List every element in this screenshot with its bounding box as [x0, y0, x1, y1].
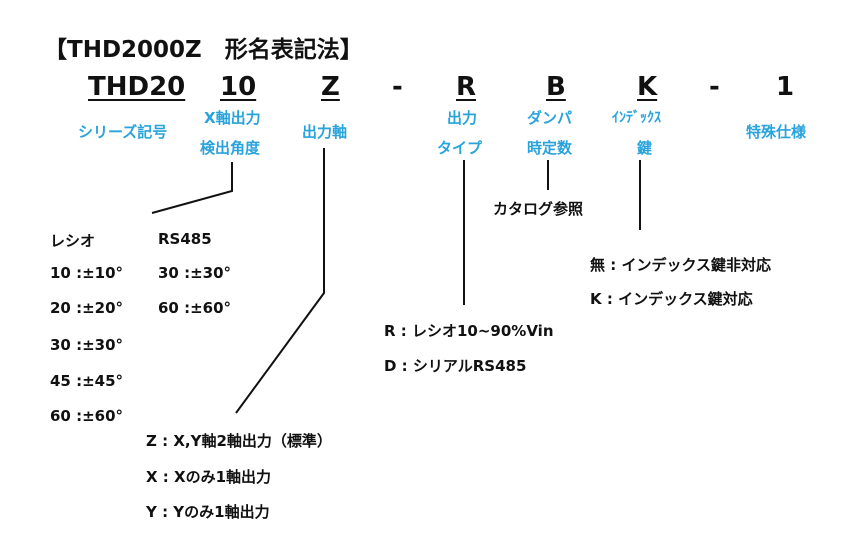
index-option: 無 : インデックス鍵非対応: [590, 256, 771, 274]
angle-option: 30 :±30°: [158, 264, 232, 282]
label-angle-line1: X軸出力: [204, 109, 261, 127]
model-code-index: K: [637, 72, 658, 102]
axis-option: Z : X,Y軸2軸出力（標準）: [146, 432, 332, 450]
model-code-sep2: -: [709, 72, 720, 102]
label-damper-line2: 時定数: [527, 139, 573, 157]
angle-option: 10 :±10°: [50, 264, 124, 282]
model-code-damper: B: [546, 72, 566, 102]
label-index-line1: ｲﾝﾃﾞｯｸｽ: [612, 110, 661, 126]
axis-option: Y : Yのみ1軸出力: [146, 503, 270, 521]
output-option: R : レシオ10~90%Vin: [384, 322, 554, 340]
model-code-sep1: -: [392, 72, 403, 102]
label-series: シリーズ記号: [78, 123, 168, 141]
label-damper-line1: ダンパ: [527, 109, 573, 127]
angle-option: 60 :±60°: [158, 299, 232, 317]
damper-note: カタログ参照: [493, 200, 584, 218]
label-special: 特殊仕様: [746, 123, 807, 141]
label-output-line1: 出力: [447, 109, 478, 127]
angle-option: 60 :±60°: [50, 407, 124, 425]
angle-option: 30 :±30°: [50, 336, 124, 354]
angle-option: 45 :±45°: [50, 372, 124, 390]
index-option: K : インデックス鍵対応: [590, 290, 753, 308]
angle-col2-header: RS485: [158, 230, 212, 248]
model-code-axis: Z: [321, 72, 340, 102]
page-title: 【THD2000Z 形名表記法】: [44, 37, 363, 63]
label-output-line2: タイプ: [437, 139, 483, 157]
model-code-angle: 10: [220, 72, 257, 102]
label-angle-line2: 検出角度: [200, 139, 261, 157]
model-code-base: THD20: [88, 72, 186, 102]
axis-option: X : Xのみ1軸出力: [146, 468, 272, 486]
angle-option: 20 :±20°: [50, 299, 124, 317]
label-axis: 出力軸: [302, 123, 348, 141]
label-index-line2: 鍵: [637, 139, 653, 157]
model-code-output: R: [456, 72, 477, 102]
angle-col1-header: レシオ: [50, 232, 96, 250]
output-option: D : シリアルRS485: [384, 357, 527, 375]
angle-connector: [151, 162, 233, 214]
axis-connector: [235, 148, 325, 414]
model-code-special: 1: [776, 72, 795, 102]
